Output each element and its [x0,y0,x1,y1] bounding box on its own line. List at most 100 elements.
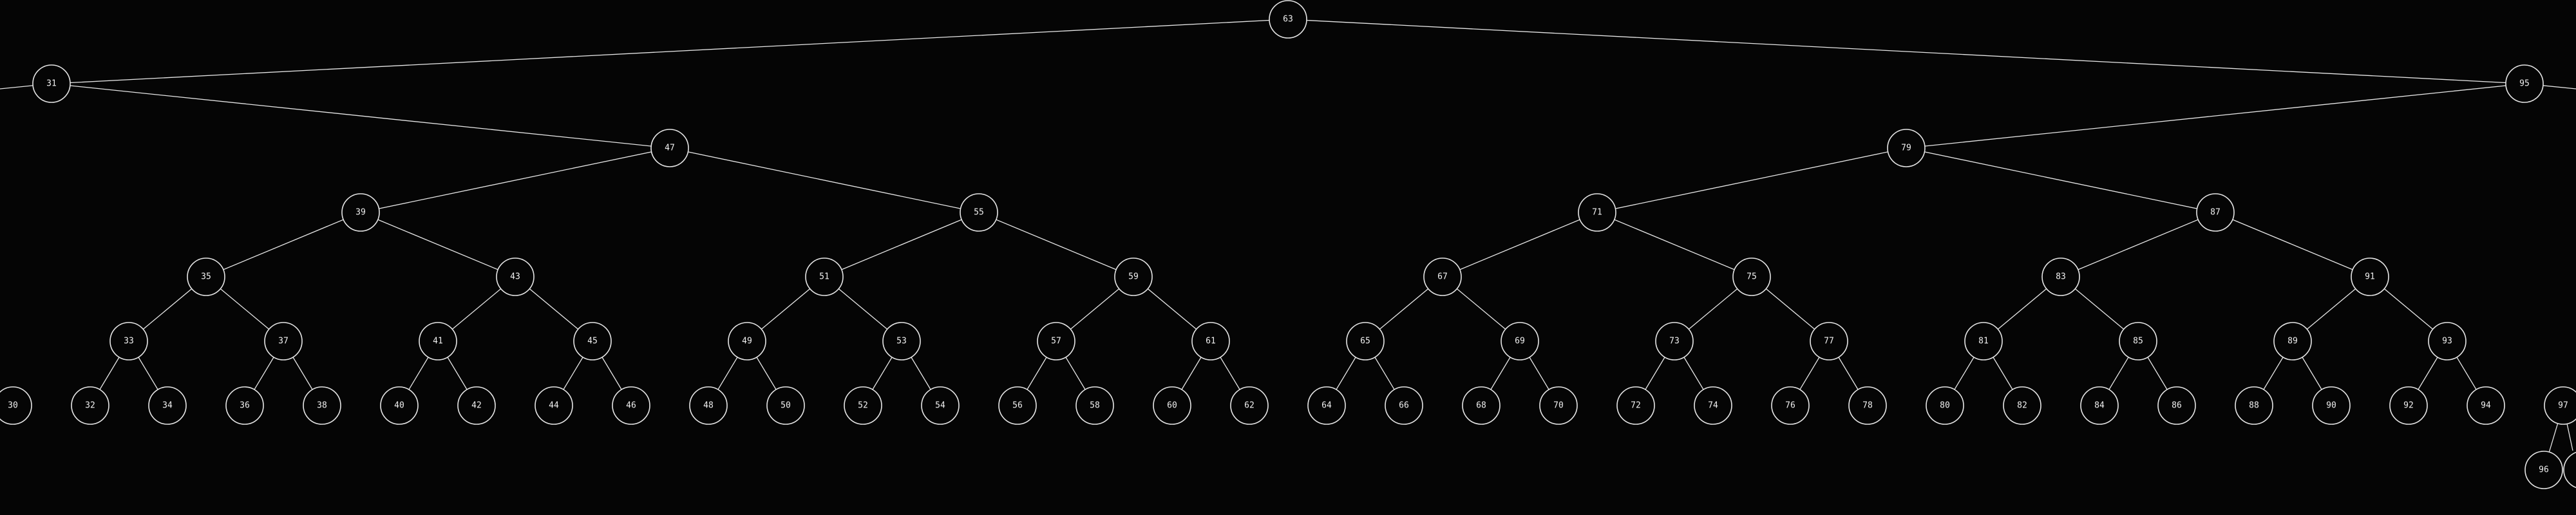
tree-node-label: 95 [2519,79,2530,89]
tree-node-circle [1269,0,1307,39]
tree-node-90: 90 [2312,386,2351,425]
tree-node-label: 54 [935,401,945,411]
tree-edge-87-83 [2060,212,2216,277]
tree-node-circle [2119,322,2157,360]
tree-node-30: 30 [0,386,32,425]
tree-edge-39-35 [205,212,361,277]
tree-edge-71-75 [1596,212,1752,277]
tree-edge-47-55 [669,147,980,213]
tree-edge-79-87 [1906,147,2216,213]
tree-node-41: 41 [419,322,457,360]
tree-node-circle [960,193,998,232]
tree-node-label: 64 [1321,401,1332,411]
tree-node-label: 76 [1785,401,1795,411]
tree-node-circle [766,386,805,425]
tree-node-label: 40 [394,401,404,411]
tree-node-label: 88 [2249,401,2259,411]
tree-node-circle [1075,386,1114,425]
tree-node-97: 97 [2544,386,2576,425]
tree-node-40: 40 [380,386,419,425]
tree-node-label: 44 [549,401,559,411]
tree-node-label: 87 [2210,208,2221,218]
tree-node-label: 56 [1012,401,1023,411]
tree-node-55: 55 [960,193,998,232]
tree-node-76: 76 [1771,386,1810,425]
tree-node-46: 46 [612,386,650,425]
tree-node-label: 90 [2326,401,2336,411]
tree-node-label: 42 [471,401,482,411]
tree-node-label: 51 [819,272,829,282]
tree-node-circle [264,322,303,360]
tree-node-37: 37 [264,322,303,360]
tree-node-87: 87 [2196,193,2235,232]
tree-node-circle [32,64,71,103]
tree-node-label: 61 [1206,337,1216,346]
tree-node-label: 50 [781,401,791,411]
tree-node-circle [341,193,380,232]
tree-node-label: 58 [1090,401,1100,411]
tree-node-label: 62 [1244,401,1255,411]
tree-edge-79-71 [1596,147,1907,213]
tree-node-32: 32 [71,386,109,425]
tree-node-circle [1539,386,1578,425]
tree-node-72: 72 [1616,386,1655,425]
tree-node-label: 32 [85,401,95,411]
tree-node-circle [2273,322,2312,360]
tree-edge-63-95 [1287,19,2525,84]
tree-node-83: 83 [2041,258,2080,296]
tree-node-circle [805,258,844,296]
tree-node-label: 46 [626,401,636,411]
tree-node-circle [535,386,573,425]
tree-node-38: 38 [303,386,341,425]
tree-node-86: 86 [2157,386,2196,425]
tree-node-label: 78 [1862,401,1873,411]
tree-node-circle [148,386,187,425]
tree-node-label: 47 [665,144,675,153]
tree-node-44: 44 [535,386,573,425]
tree-node-label: 48 [703,401,714,411]
tree-node-label: 86 [2172,401,2182,411]
tree-node-circle [1926,386,1964,425]
tree-node-circle [2428,322,2467,360]
tree-node-label: 68 [1476,401,1486,411]
tree-node-label: 38 [317,401,327,411]
tree-node-71: 71 [1578,193,1616,232]
tree-node-42: 42 [457,386,496,425]
tree-node-label: 77 [1824,337,1834,346]
tree-node-label: 72 [1631,401,1641,411]
tree-node-59: 59 [1114,258,1153,296]
tree-node-circle [109,322,148,360]
tree-node-39: 39 [341,193,380,232]
tree-node-75: 75 [1732,258,1771,296]
tree-node-label: 91 [2365,272,2375,282]
tree-node-label: 96 [2539,465,2549,475]
tree-node-circle [1810,322,1848,360]
tree-edge-55-59 [978,212,1134,277]
tree-node-circle [1385,386,1423,425]
tree-node-label: 70 [1553,401,1564,411]
tree-node-label: 69 [1515,337,1525,346]
tree-node-label: 37 [278,337,289,346]
tree-node-label: 80 [1940,401,1950,411]
tree-node-circle [1153,386,1191,425]
tree-node-circle [1732,258,1771,296]
tree-node-circle [2080,386,2119,425]
tree-node-34: 34 [148,386,187,425]
tree-node-74: 74 [1694,386,1732,425]
tree-node-label: 39 [355,208,366,218]
tree-node-79: 79 [1887,129,1926,167]
tree-node-78: 78 [1848,386,1887,425]
tree-node-circle [1501,322,1539,360]
tree-edge-55-51 [824,212,980,277]
tree-node-70: 70 [1539,386,1578,425]
tree-node-label: 84 [2094,401,2105,411]
tree-node-64: 64 [1307,386,1346,425]
tree-node-circle [1114,258,1153,296]
tree-node-circle [2003,386,2041,425]
tree-node-45: 45 [573,322,612,360]
tree-node-label: 45 [587,337,598,346]
tree-edge-71-67 [1442,212,1598,277]
tree-node-label: 79 [1901,144,1911,153]
tree-node-label: 34 [162,401,173,411]
tree-node-label: 67 [1437,272,1448,282]
